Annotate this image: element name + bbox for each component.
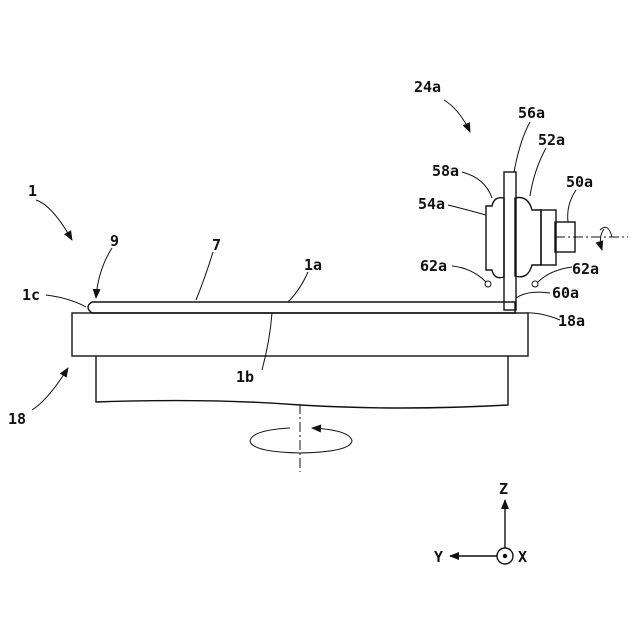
leader-7: [196, 252, 213, 300]
leader-1c: [46, 295, 86, 307]
x-axis-dot: [503, 554, 507, 558]
label-1a: 1a: [304, 256, 322, 274]
label-18: 18: [8, 410, 26, 428]
label-52a: 52a: [538, 131, 565, 149]
leader-1: [36, 200, 72, 240]
label-62a-right: 62a: [572, 260, 599, 278]
label-24a: 24a: [414, 78, 441, 96]
label-56a: 56a: [518, 104, 545, 122]
coordinate-axes: Z Y X: [434, 480, 527, 566]
label-58a: 58a: [432, 162, 459, 180]
axis-label-z: Z: [499, 480, 508, 498]
rotation-arrow-table: [250, 428, 352, 453]
leader-18: [32, 368, 68, 410]
rotation-arrow-spindle: [600, 229, 604, 250]
leader-58a: [462, 172, 492, 198]
label-1c: 1c: [22, 286, 40, 304]
label-1: 1: [28, 182, 37, 200]
leader-24a: [444, 100, 470, 132]
axis-label-x: X: [518, 548, 527, 566]
label-62a-left: 62a: [420, 257, 447, 275]
leader-56a: [514, 122, 530, 172]
leader-52a: [530, 148, 546, 196]
leader-1a: [288, 272, 308, 302]
leader-62a-right: [538, 267, 572, 282]
wafer-body: [88, 302, 515, 313]
leader-lines: [32, 100, 576, 410]
label-18a: 18a: [558, 312, 585, 330]
label-9: 9: [110, 232, 119, 250]
leader-50a: [568, 190, 576, 222]
leader-62a-left: [452, 266, 486, 282]
chuck-table-top: [72, 313, 528, 356]
label-54a: 54a: [418, 195, 445, 213]
leader-18a: [526, 313, 560, 320]
chuck-table: [72, 313, 528, 472]
nozzle-right: [532, 281, 538, 287]
label-1b: 1b: [236, 368, 254, 386]
leader-54a: [448, 205, 486, 215]
chuck-table-base: [96, 356, 508, 408]
leader-60a: [516, 292, 550, 298]
flange-front: [486, 198, 504, 278]
label-7: 7: [212, 236, 221, 254]
flange-mount: [515, 198, 541, 277]
axis-label-y: Y: [434, 548, 443, 566]
wafer: [88, 302, 515, 313]
label-50a: 50a: [566, 173, 593, 191]
flange-rear: [541, 210, 556, 265]
leader-1b: [262, 313, 272, 370]
leader-9: [96, 248, 112, 298]
label-60a: 60a: [552, 284, 579, 302]
blade: [504, 172, 516, 310]
